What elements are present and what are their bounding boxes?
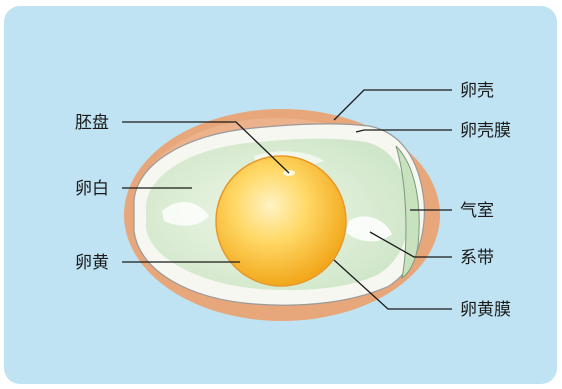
label-shell-membrane: 卵壳膜	[460, 121, 511, 141]
label-shell: 卵壳	[460, 81, 494, 101]
label-chalaza: 系带	[460, 248, 494, 268]
leader-line-shell	[334, 90, 452, 120]
egg-structure-diagram: 胚盘 卵白 卵黄 卵壳 卵壳膜 气室 系带 卵黄膜	[4, 6, 557, 384]
label-albumen: 卵白	[75, 179, 109, 199]
label-germinal-disc: 胚盘	[75, 113, 109, 133]
diagram-panel: 胚盘 卵白 卵黄 卵壳 卵壳膜 气室 系带 卵黄膜	[4, 6, 557, 384]
label-air-cell: 气室	[460, 201, 494, 221]
label-yolk: 卵黄	[75, 253, 109, 273]
label-vitelline-membrane: 卵黄膜	[460, 300, 511, 320]
